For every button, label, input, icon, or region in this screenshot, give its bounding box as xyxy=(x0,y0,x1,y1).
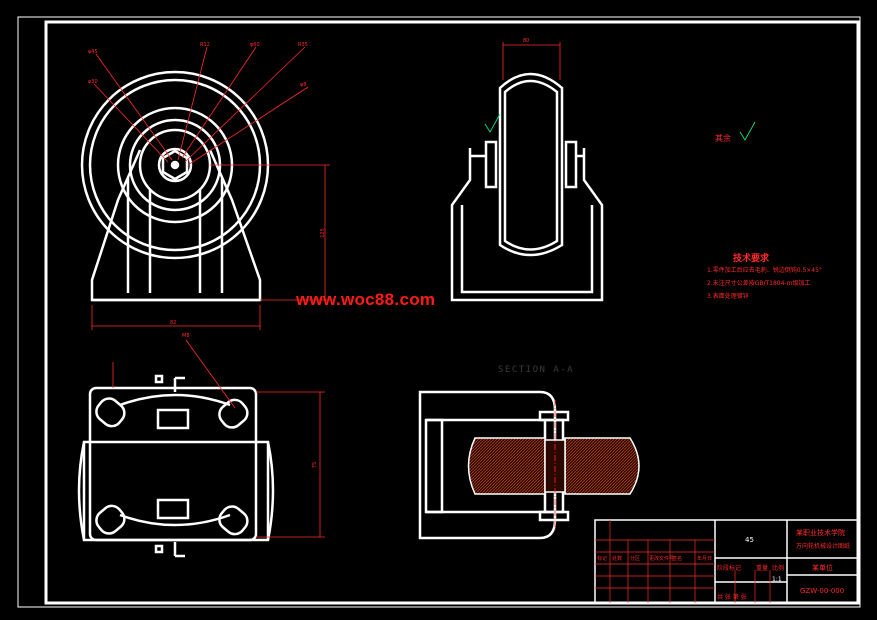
dim-top-width: 80 xyxy=(523,38,530,44)
dim-bolt: M8 xyxy=(182,333,190,339)
stage-label: 阶段标记 xyxy=(717,565,742,572)
dim-bottom-height: 75 xyxy=(312,461,319,469)
sheet-info: 共 张 第 张 xyxy=(717,594,747,601)
material-value: 45 xyxy=(745,536,754,544)
drawing-number: GZW-00-000 xyxy=(800,587,845,595)
rev-row-label: 更改文件号 xyxy=(649,556,675,562)
rev-row-label: 年月日 xyxy=(697,556,713,562)
title-block xyxy=(594,519,859,604)
drawing-title: 万向轮机械设计图纸 xyxy=(796,543,851,550)
dim-left-width: 82 xyxy=(170,320,177,326)
section-view xyxy=(418,390,570,540)
title-block-grid xyxy=(595,520,771,603)
callout-label: φ8 xyxy=(300,82,307,88)
roughness-symbol xyxy=(484,113,756,141)
weight-label: 重量 xyxy=(756,565,769,572)
tech-requirements-title: 技术要求 xyxy=(733,254,770,264)
rev-row-label: 分区 xyxy=(630,556,641,562)
callout-label: R35 xyxy=(298,42,308,48)
scale-label: 比例 xyxy=(772,565,785,572)
rev-row-label: 签名 xyxy=(672,556,683,562)
rev-row-label: 处数 xyxy=(612,556,623,562)
callout-label: φ60 xyxy=(250,42,260,48)
sheet-frame xyxy=(17,16,861,608)
school-name: 某职业技术学院 xyxy=(796,529,845,537)
front-view-leaders xyxy=(91,46,330,330)
tech-requirement-line: 1.零件加工后应去毛刺、锐边倒钝0.5×45° xyxy=(707,267,822,274)
wheel-section-hatch xyxy=(467,437,640,495)
company-name: 某单位 xyxy=(812,564,833,572)
rev-row-label: 标记 xyxy=(597,556,608,562)
roughness-label: 其余 xyxy=(715,134,731,143)
callout-label: R12 xyxy=(200,42,210,48)
callout-label: φ30 xyxy=(88,79,98,85)
tech-requirement-line: 3.表面处理镀锌 xyxy=(707,293,749,300)
scale-value: 1:1 xyxy=(772,576,782,583)
dim-left-height: 125 xyxy=(319,228,326,238)
tech-requirement-line: 2.未注尺寸公差按GB/T1804-m级加工 xyxy=(707,280,811,287)
front-view xyxy=(80,70,270,302)
callout-label: φ45 xyxy=(88,49,98,55)
side-view xyxy=(450,72,604,302)
top-view xyxy=(77,374,275,558)
watermark-text: www.woc88.com xyxy=(296,290,436,309)
top-view-dims xyxy=(112,339,325,538)
side-view-dims xyxy=(502,42,561,80)
section-title: SECTION A-A xyxy=(498,365,575,375)
